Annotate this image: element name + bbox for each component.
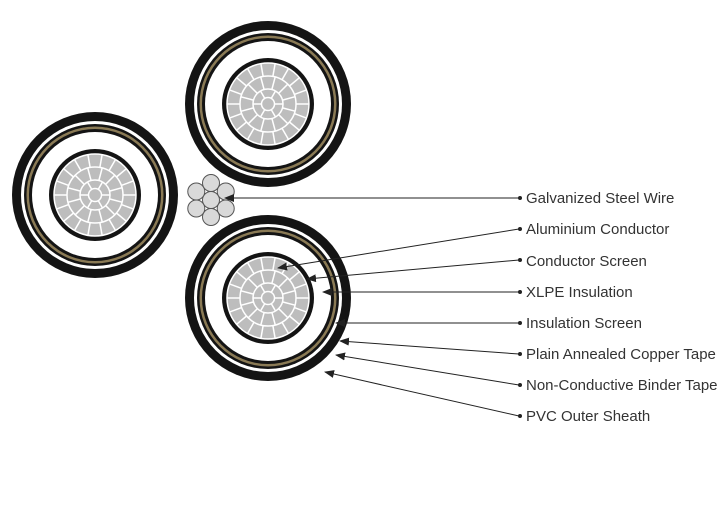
steel-wire-strand [216, 199, 235, 218]
leader-xlpe-insulation-dot [518, 290, 522, 294]
leader-aluminium-conductor [277, 228, 520, 271]
label-plain-annealed-copper-tape: Plain Annealed Copper Tape [526, 346, 716, 363]
label-insulation-screen: Insulation Screen [526, 315, 642, 332]
steel-wire-strand [216, 182, 235, 201]
leader-conductor-screen-dot [518, 258, 522, 262]
galvanized-steel-wire-bundle [187, 174, 235, 226]
core-left [12, 112, 178, 278]
label-aluminium-conductor: Aluminium Conductor [526, 221, 669, 238]
leader-aluminium-conductor-dot [518, 227, 522, 231]
steel-wire-strand [202, 191, 220, 209]
aluminium-conductor-strands [226, 256, 310, 340]
leader-insulation-screen-dot [518, 321, 522, 325]
leader-conductor-screen [306, 259, 520, 283]
leader-pvc-outer-sheath-dot [518, 414, 522, 418]
aluminium-conductor-strands [226, 62, 310, 146]
label-pvc-outer-sheath: PVC Outer Sheath [526, 408, 650, 425]
leader-plain-annealed-copper-tape [339, 337, 520, 355]
core-bottom [185, 215, 351, 381]
leader-non-conductive-binder-tape-dot [518, 383, 522, 387]
label-xlpe-insulation: XLPE Insulation [526, 284, 633, 301]
label-galvanized-steel-wire: Galvanized Steel Wire [526, 190, 674, 207]
label-non-conductive-binder-tape: Non-Conductive Binder Tape [526, 377, 718, 394]
leader-pvc-outer-sheath [324, 370, 520, 417]
steel-wire-strand [187, 182, 206, 201]
aluminium-conductor-strands [53, 153, 137, 237]
leader-galvanized-steel-wire-dot [518, 196, 522, 200]
core-top [185, 21, 351, 187]
label-conductor-screen: Conductor Screen [526, 253, 647, 270]
leader-plain-annealed-copper-tape-dot [518, 352, 522, 356]
leader-non-conductive-binder-tape [335, 352, 520, 386]
steel-wire-strand [187, 199, 206, 218]
steel-wire-strand [202, 174, 220, 192]
steel-wire-strand [202, 208, 220, 226]
